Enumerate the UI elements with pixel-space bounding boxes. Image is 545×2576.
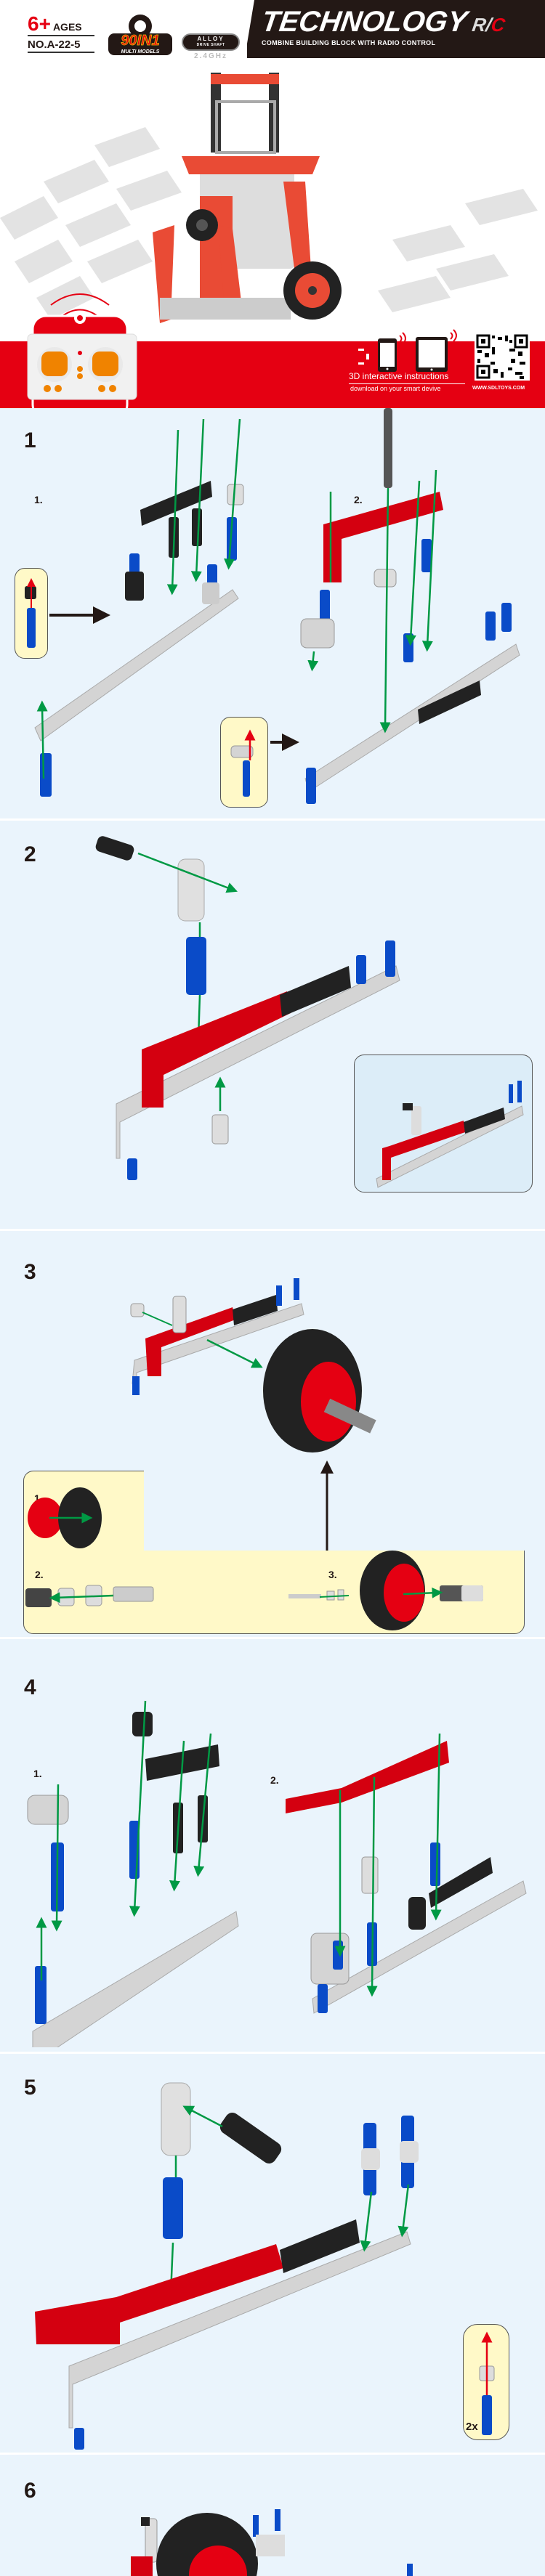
title-banner: TECHNOLOGYR/C COMBINE BUILDING BLOCK WIT…	[247, 0, 545, 58]
axle-piece	[384, 408, 392, 488]
black-connector-pin	[219, 2113, 282, 2163]
black-beam	[280, 2219, 360, 2273]
black-connector-pin	[95, 836, 134, 861]
badge-models-main: 90IN1	[121, 33, 159, 49]
step-number: 3	[24, 1260, 36, 1284]
red-l-beam	[286, 1741, 449, 1813]
substep-number: 2.	[354, 494, 363, 505]
angle-connector	[161, 2082, 191, 2156]
red-rim	[28, 1498, 62, 1538]
quantity-label: 2x	[466, 2421, 478, 2433]
step-number: 1	[24, 428, 36, 452]
step-number: 6	[24, 2479, 36, 2503]
gray-beam	[32, 1911, 239, 2047]
red-l-beam	[323, 492, 443, 582]
substep-number: 1.	[34, 1492, 43, 1504]
product-subtitle: COMBINE BUILDING BLOCK WITH RADIO CONTRO…	[262, 39, 436, 46]
step-6-diagram	[131, 2509, 413, 2576]
step-4-diagram	[27, 1700, 527, 2047]
result-preview-inset	[354, 1055, 533, 1192]
smartphone-icon	[378, 332, 406, 372]
step-2-diagram	[95, 836, 400, 1180]
step-6: 6	[0, 2453, 545, 2576]
step-number: 5	[24, 2076, 36, 2100]
cover-page: 6+ AGES NO.A-22-5 90IN1 MULTI MODELS ALL…	[0, 0, 545, 408]
step-3: 3 1. 2. 3.	[0, 1229, 545, 1637]
qr-code[interactable]	[475, 333, 530, 381]
promo-subtitle: download on your smart devive	[350, 385, 441, 392]
gray-bushing	[211, 1114, 229, 1145]
red-l-beam	[142, 991, 291, 1108]
red-l-beam	[35, 2244, 283, 2344]
gray-beam	[116, 965, 400, 1159]
substep-number: 3.	[328, 1569, 337, 1580]
gray-beam	[34, 589, 239, 741]
robot-model-image	[153, 73, 342, 323]
remote-control-image	[27, 293, 137, 408]
title-technology: TECHNOLOGY	[259, 6, 469, 38]
black-beam	[418, 680, 481, 724]
step-number: 4	[24, 1675, 36, 1699]
substep-number: 1.	[34, 494, 43, 505]
age-label: AGES	[52, 21, 82, 33]
substep-number: 2.	[270, 1774, 279, 1786]
substep-number: 1.	[33, 1768, 42, 1779]
app-promo: 3D interactive instructions download on …	[342, 320, 545, 407]
step-4: 4 1. 2.	[0, 1637, 545, 2047]
product-title: TECHNOLOGYR/C	[259, 6, 507, 39]
substep-number: 2.	[35, 1569, 44, 1580]
tablet-icon	[416, 329, 457, 372]
title-rc-c: C	[489, 14, 506, 36]
badge-frequency: 2.4GHz	[194, 52, 227, 60]
decorative-tile-pattern	[0, 127, 538, 320]
badge-models-sub: MULTI MODELS	[121, 49, 160, 54]
angle-connector	[177, 858, 205, 922]
step-5-diagram	[35, 2082, 495, 2450]
step-2: 2	[0, 818, 545, 1229]
badge-alloy-main: ALLOY	[197, 36, 225, 42]
step-5: 5 2x	[0, 2052, 545, 2453]
black-beam	[280, 966, 351, 1017]
website-url[interactable]: WWW.SDLTOYS.COM	[472, 386, 525, 391]
step-3-diagram	[25, 1278, 483, 1630]
model-number: NO.A-22-5	[28, 38, 94, 53]
badge-alloy-sub: DRIVE SHAFT	[196, 43, 225, 47]
age-rating: 6+ AGES NO.A-22-5	[28, 12, 94, 53]
step-number: 2	[24, 842, 36, 866]
step-1-diagram	[25, 408, 520, 804]
promo-title: 3D interactive instructions	[349, 371, 465, 384]
gray-beam	[304, 643, 520, 792]
blue-pin	[186, 937, 206, 995]
step-1: 1 1. 2.	[0, 408, 545, 818]
multi-models-badge: 90IN1 MULTI MODELS	[105, 13, 177, 58]
age-number: 6+	[28, 12, 51, 35]
